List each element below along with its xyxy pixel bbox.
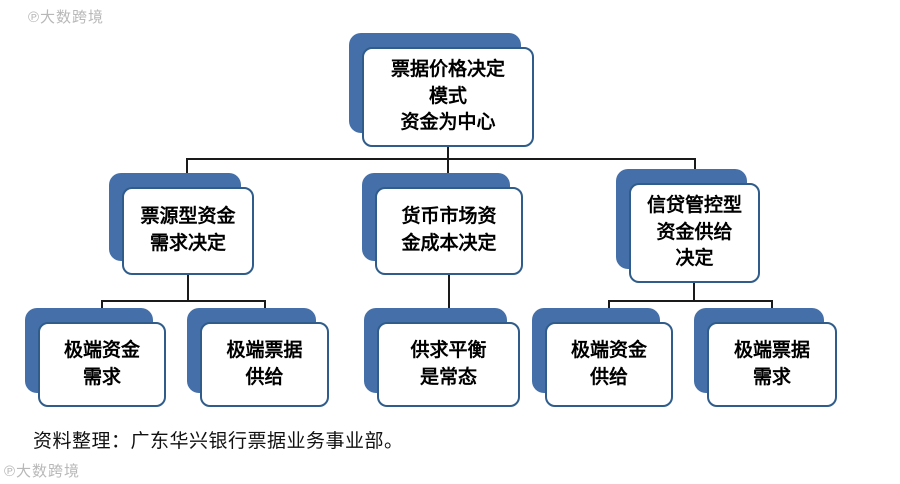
node-money-market-cost: 货币市场资 金成本决定 <box>362 173 523 275</box>
connector-level2-crossbar <box>186 158 696 160</box>
connector-root-stem <box>447 145 449 160</box>
node-face: 货币市场资 金成本决定 <box>375 187 523 275</box>
node-root: 票据价格决定 模式 资金为中心 <box>349 33 534 147</box>
node-extreme-capital-supply: 极端资金 供给 <box>532 308 673 407</box>
node-label: 极端票据 供给 <box>226 339 303 388</box>
node-label: 信贷管控型 资金供给 决定 <box>646 195 742 270</box>
node-face: 极端票据 需求 <box>707 322 837 407</box>
node-root-label: 票据价格决定 模式 资金为中心 <box>390 59 505 134</box>
node-supply-demand-balance: 供求平衡 是常态 <box>364 308 520 407</box>
node-label: 供求平衡 是常态 <box>410 339 487 388</box>
source-caption: 资料整理：广东华兴银行票据业务事业部。 <box>33 431 404 452</box>
node-label: 极端票据 需求 <box>733 339 810 388</box>
node-face: 极端资金 供给 <box>545 322 673 407</box>
node-label: 极端资金 需求 <box>63 339 140 388</box>
node-extreme-bill-demand: 极端票据 需求 <box>694 308 837 407</box>
node-extreme-bill-supply: 极端票据 供给 <box>187 308 329 407</box>
connector-node3-crossbar <box>608 300 773 302</box>
connector-node3-stem <box>693 283 695 302</box>
node-face: 信贷管控型 资金供给 决定 <box>629 183 760 283</box>
node-extreme-capital-demand: 极端资金 需求 <box>25 308 166 407</box>
node-face: 供求平衡 是常态 <box>377 322 520 407</box>
node-face: 票源型资金 需求决定 <box>122 187 254 275</box>
node-ticket-source-demand: 票源型资金 需求决定 <box>109 173 254 275</box>
node-root-face: 票据价格决定 模式 资金为中心 <box>362 47 534 147</box>
node-label: 货币市场资 金成本决定 <box>401 206 497 254</box>
node-credit-control-supply: 信贷管控型 资金供给 决定 <box>616 169 760 283</box>
connector-node1-stem <box>187 275 189 302</box>
node-face: 极端票据 供给 <box>200 322 329 407</box>
node-face: 极端资金 需求 <box>38 322 166 407</box>
node-label: 票源型资金 需求决定 <box>140 206 236 254</box>
watermark-top-left: ℗大数跨境 <box>28 9 105 26</box>
connector-node2-stem <box>448 275 450 324</box>
node-label: 极端资金 供给 <box>570 339 647 388</box>
watermark-bottom-left: ℗大数跨境 <box>4 463 81 480</box>
connector-node1-crossbar <box>101 300 266 302</box>
